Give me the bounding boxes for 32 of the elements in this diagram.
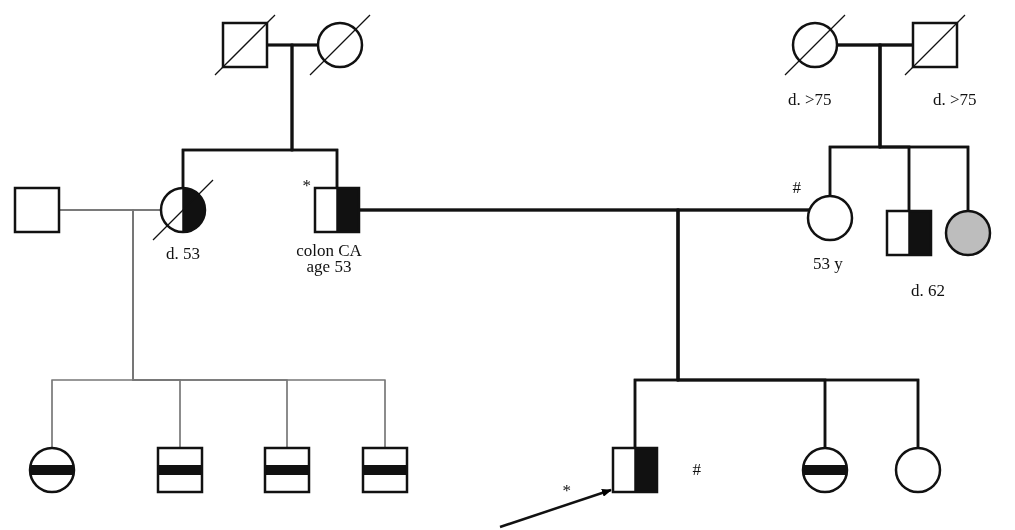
pedigree-line: [290, 43, 339, 188]
pedigree-line: [878, 43, 970, 211]
age-note: d. >75: [788, 92, 832, 108]
age-note: d. 53: [166, 246, 200, 262]
proband-arrow: [499, 488, 612, 529]
marker-symbol: *: [302, 178, 311, 194]
circle-symbol: [801, 446, 849, 494]
age-note: d. 62: [911, 283, 945, 299]
circle-symbol: [308, 13, 372, 77]
circle-symbol: [894, 446, 942, 494]
diagnosis-note: colon CA age 53: [295, 243, 363, 275]
square-symbol: [361, 446, 409, 494]
square-symbol: [885, 209, 933, 257]
square-symbol: [903, 13, 967, 77]
circle-symbol: [944, 209, 992, 257]
circle-symbol: [151, 178, 215, 242]
circle-symbol: [806, 194, 854, 242]
square-symbol: [213, 13, 277, 77]
square-symbol: [611, 446, 659, 494]
marker-symbol: #: [692, 462, 701, 478]
square-symbol: [313, 186, 361, 234]
age-note: 53 y: [813, 256, 843, 272]
pedigree-line: [676, 208, 920, 448]
marker-symbol: #: [792, 180, 801, 196]
square-symbol: [156, 446, 204, 494]
square-symbol: [13, 186, 61, 234]
square-symbol: [263, 446, 311, 494]
marker-symbol: *: [562, 483, 571, 499]
pedigree-line: [132, 209, 386, 449]
circle-symbol: [783, 13, 847, 77]
circle-symbol: [28, 446, 76, 494]
age-note: d. >75: [933, 92, 977, 108]
